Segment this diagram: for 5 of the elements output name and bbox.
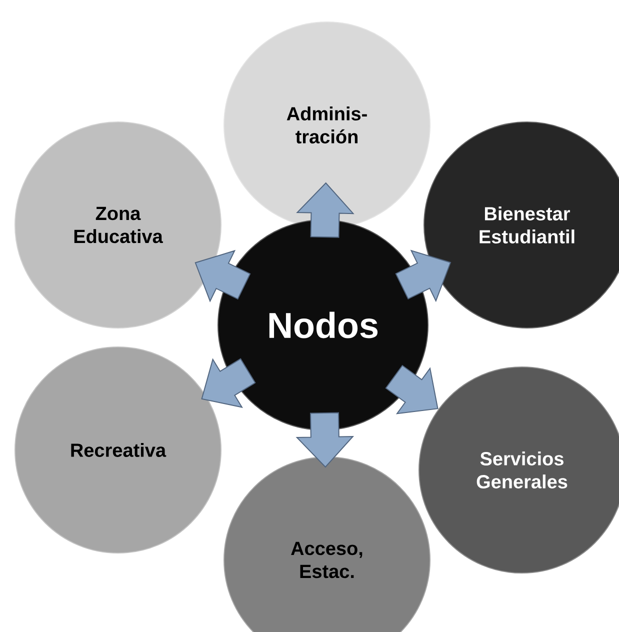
block-arrow (395, 250, 452, 302)
block-arrow (201, 358, 256, 408)
block-arrow (296, 182, 354, 238)
block-arrow (194, 250, 251, 302)
block-arrow (296, 412, 354, 468)
